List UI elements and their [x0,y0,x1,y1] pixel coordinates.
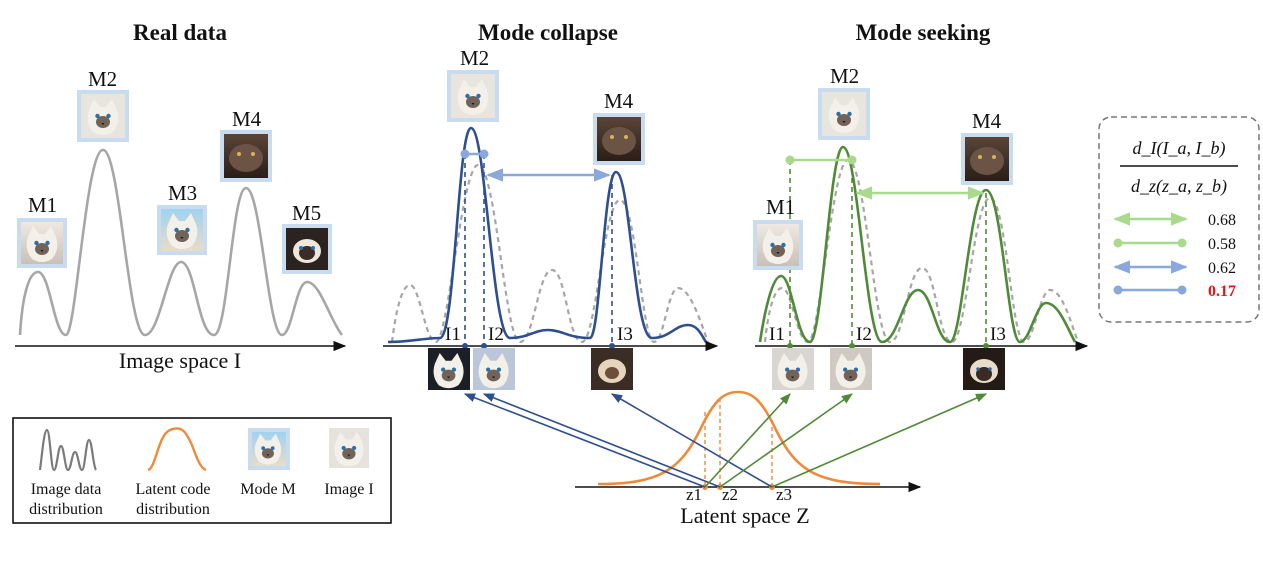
image-label: I3 [990,324,1006,345]
latent-code-distribution-icon [147,427,207,472]
generated-image-i1 [428,348,470,390]
mode-label: M2 [88,67,117,91]
mode-thumbnail-m3 [157,205,207,255]
legend-label: Image I [324,481,373,498]
ratio-denominator: d_z(z_a, z_b) [1131,176,1227,197]
generated-image-i3 [591,348,633,390]
image-data-distribution-icon [38,428,98,472]
real-data-panel: Image space I [15,67,347,373]
distance-dot [785,155,795,165]
mode-label: M3 [168,181,197,205]
mode-thumbnail-m4 [961,133,1013,185]
distance-dot [847,155,857,165]
mode-thumbnail-m4 [220,130,272,182]
real-data-curve [18,148,344,337]
distance-dot [479,149,489,159]
mode-thumbnail-m2 [818,88,870,140]
mode-icon [248,428,290,470]
legend-label: Latent code [135,481,210,498]
mode-collapse-curve [387,126,708,344]
latent-space-panel: z1 z2 z3 Latent space Z [463,390,988,528]
mode-collapse-panel: M2 M4 I1 I2 I3 [383,46,719,390]
latent-code-curve [597,390,881,486]
real-data-dashed-curve [390,163,710,344]
mode-label: M4 [972,109,1002,133]
ratio-value: 0.62 [1208,260,1236,277]
latent-code-label: z2 [722,485,738,504]
generated-image-i2 [473,348,515,390]
legend-label: Mode M [240,481,296,498]
mode-thumbnail-m2 [77,90,129,142]
image-icon [329,428,369,468]
mode-seeking-curve [758,145,1077,344]
image-label: I1 [445,324,461,345]
mode-thumbnail-m2 [447,70,499,122]
legend-label: distribution [29,501,103,518]
distance-dot [460,149,470,159]
mode-thumbnail-m4 [593,113,645,165]
generated-image-i3 [963,348,1005,390]
real-data-title: Real data [133,20,227,45]
mode-collapse-title: Mode collapse [478,20,618,45]
mode-thumbnail-m5 [282,224,332,274]
latent-space-label: Latent space Z [680,503,810,528]
image-space-label: Image space I [119,348,241,373]
mode-seeking-title: Mode seeking [856,20,991,45]
distance-ratio-box: d_I(I_a, I_b) d_z(z_a, z_b) 0.68 0.58 0.… [1098,116,1260,323]
image-label: I3 [617,324,633,345]
legend-label: distribution [136,501,210,518]
generated-image-i1 [772,348,814,390]
mode-label: M2 [460,46,489,70]
ratio-value: 0.58 [1208,236,1236,253]
image-label: I2 [488,324,504,345]
legend-label: Image data [31,481,102,498]
legend: Image data distribution Latent code dist… [12,417,392,524]
mode-thumbnail-m1 [753,220,803,270]
ratio-numerator: d_I(I_a, I_b) [1133,138,1226,159]
mode-seeking-panel: M1 M2 M4 I1 I2 I3 [753,64,1089,390]
mode-label: M1 [28,193,57,217]
mode-thumbnail-m1 [17,218,67,268]
ratio-value-highlight: 0.17 [1208,283,1236,300]
image-label: I1 [769,324,785,345]
real-data-dashed-curve [763,158,1080,344]
mode-label: M5 [292,201,321,225]
mode-label: M1 [766,195,795,219]
mode-label: M2 [830,64,859,88]
latent-code-label: z1 [686,485,702,504]
generated-image-i2 [830,348,872,390]
image-label: I2 [856,324,872,345]
ratio-value: 0.68 [1208,212,1236,229]
mode-label: M4 [232,107,262,131]
mode-label: M4 [604,89,634,113]
latent-code-label: z3 [776,485,792,504]
